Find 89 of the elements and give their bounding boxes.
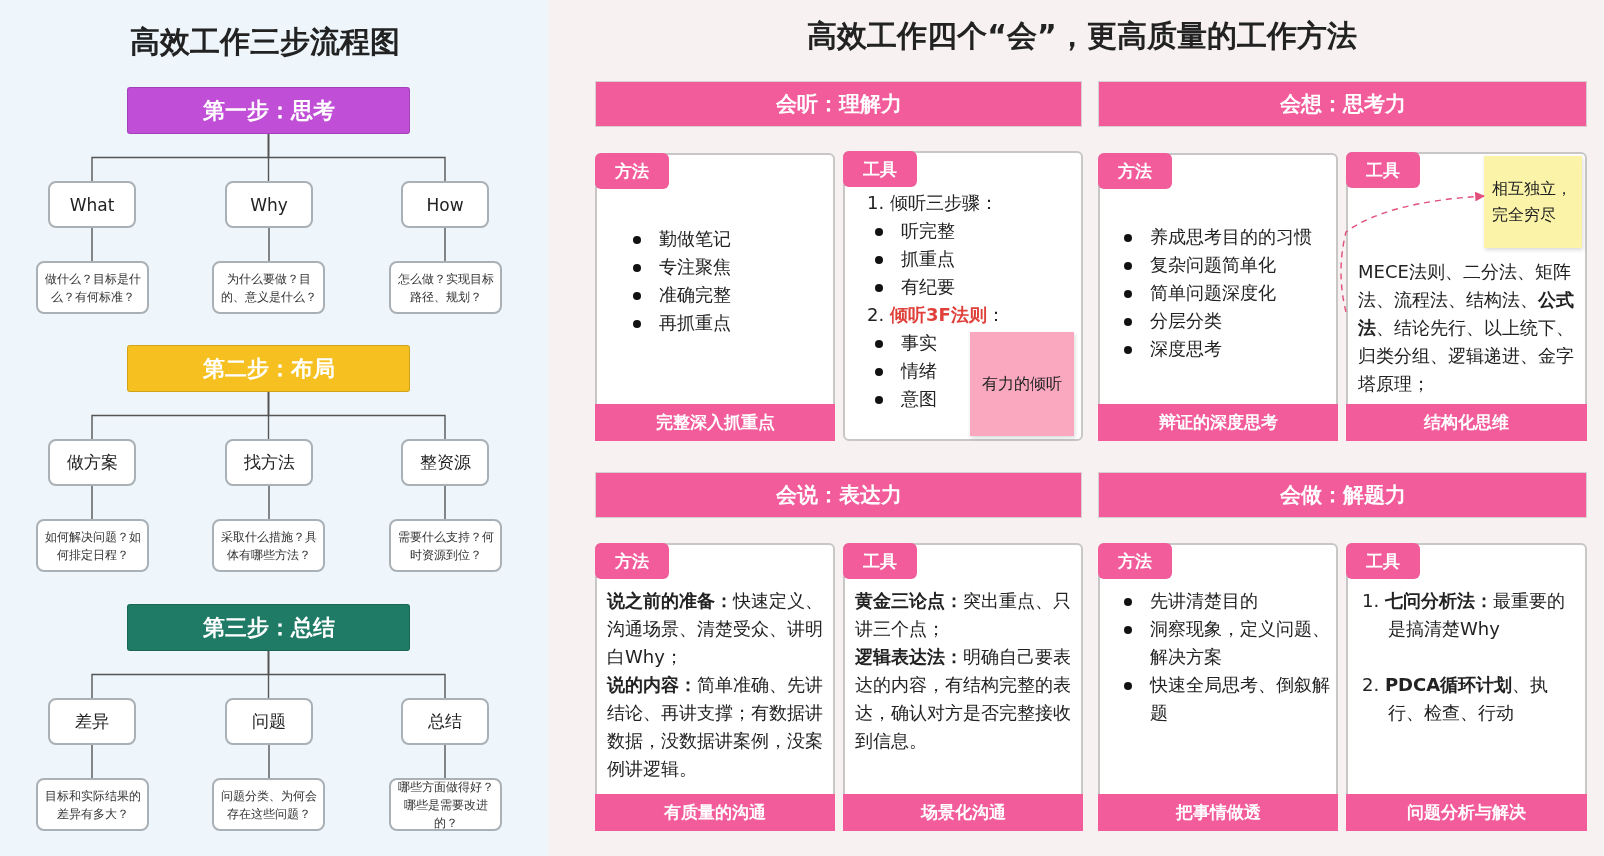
section-header: 会做：解题力 [1098,472,1587,518]
heading: 高效工作四个“会”，更高质量的工作方法 [806,17,1358,55]
question-box: 差异 [48,698,136,745]
list-item: 复杂问题简单化 [1116,251,1336,279]
connector-line [268,744,270,779]
tab: 方法 [595,153,669,189]
paragraph: 说之前的准备：快速定义、沟通场景、清楚受众、讲明白Why； [607,589,824,669]
list-item: 养成思考目的的习惯 [1116,223,1336,251]
sticky-note: 有力的倾听 [970,332,1074,436]
paragraph: 说的内容：简单准确、先讲结论、再讲支撑；有数据讲数据，没数据讲案例，没案例讲逻辑。 [607,673,824,781]
list-item: 1. 七问分析法：最重要的是搞清楚Why [1362,589,1566,641]
list-item: 再抓重点 [625,309,825,337]
heading: 高效工作三步流程图 [129,23,401,61]
list-item: 准确完整 [625,281,825,309]
description-box: 怎么做？实现目标路径、规划？ [389,261,502,314]
connector-line [268,227,270,262]
step-bar: 第三步：总结 [127,604,410,651]
section-header: 会想：思考力 [1098,81,1587,127]
list-item: 有纪要 [867,273,1077,301]
paragraph: 黄金三论点：突出重点、只讲三个点； [855,589,1072,641]
sticky-note: 相互独立，完全穷尽 [1484,156,1582,248]
question-box: 整资源 [401,439,489,486]
tab: 工具 [843,151,917,187]
tab: 工具 [1346,152,1420,188]
connector-line [444,744,446,779]
section-header: 会说：表达力 [595,472,1082,518]
description-box: 采取什么措施？具体有哪些方法？ [212,519,325,572]
list-item: 分层分类 [1116,307,1336,335]
list-item: 快速全局思考、倒叙解题 [1116,671,1332,727]
list-item: 听完整 [867,217,1077,245]
card-background [843,543,1083,831]
footer-bar: 辩证的深度思考 [1098,404,1338,441]
card-background [1346,543,1587,831]
card-background [843,151,1083,441]
list-item: 先讲清楚目的 [1116,587,1332,615]
question-box: How [401,181,489,228]
step-bar: 第二步：布局 [127,345,410,392]
tab: 方法 [595,543,669,579]
list-item: 洞察现象，定义问题、解决方案 [1116,615,1332,671]
description-box: 如何解决问题？如何排定日程？ [36,519,149,572]
description-box: 哪些方面做得好？哪些是需要改进的？ [389,778,502,831]
tab: 工具 [1346,543,1420,579]
connector-line [267,650,446,699]
connector-line [91,744,93,779]
list-item: 2. PDCA循环计划、执行、检查、行动 [1362,673,1550,725]
card-background [1346,152,1587,441]
description-box: 为什么要做？目的、意义是什么？ [212,261,325,314]
description-box: 问题分类、为何会存在这些问题？ [212,778,325,831]
card-background [1098,543,1338,831]
tab: 工具 [843,543,917,579]
card-background [1098,153,1338,441]
footer-bar: 有质量的沟通 [595,794,835,831]
list-item: 勤做笔记 [625,225,825,253]
footer-bar: 问题分析与解决 [1346,794,1587,831]
list-item: 1. 倾听三步骤： [867,191,999,215]
card-background [595,543,835,831]
question-box: Why [225,181,313,228]
description-box: 做什么？目标是什么？有何标准？ [36,261,149,314]
connector-line [268,485,270,520]
footer-bar: 完整深入抓重点 [595,404,835,441]
step-bar: 第一步：思考 [127,87,410,134]
question-box: 找方法 [225,439,313,486]
connector-line [91,485,93,520]
tab: 方法 [1098,153,1172,189]
footer-bar: 场景化沟通 [843,794,1083,831]
paragraph: MECE法则、二分法、矩阵法、流程法、结构法、公式法、结论先行、以上统下、归类分组、逻辑递进、金字塔原理； [1358,260,1575,396]
list-item: 2. 倾听3F法则： [867,303,1006,327]
question-box: 总结 [401,698,489,745]
footer-bar: 把事情做透 [1098,794,1338,831]
question-box: What [48,181,136,228]
list-item: 抓重点 [867,245,1077,273]
description-box: 目标和实际结果的差异有多大？ [36,778,149,831]
footer-bar: 结构化思维 [1346,404,1587,441]
arrow [1340,191,1485,313]
list-item: 简单问题深度化 [1116,279,1336,307]
card-background [595,153,835,441]
connector-line [444,227,446,262]
section-header: 会听：理解力 [595,81,1082,127]
connector-line [444,485,446,520]
description-box: 需要什么支持？何时资源到位？ [389,519,502,572]
list-item: 深度思考 [1116,335,1336,363]
question-box: 做方案 [48,439,136,486]
paragraph: 逻辑表达法：明确自己要表达的内容，有结构完整的表达，确认对方是否完整接收到信息。 [855,645,1072,753]
tab: 方法 [1098,543,1172,579]
question-box: 问题 [225,698,313,745]
list-item: 专注聚焦 [625,253,825,281]
connector-line [267,391,446,440]
connector-line [267,133,446,182]
connector-line [91,227,93,262]
